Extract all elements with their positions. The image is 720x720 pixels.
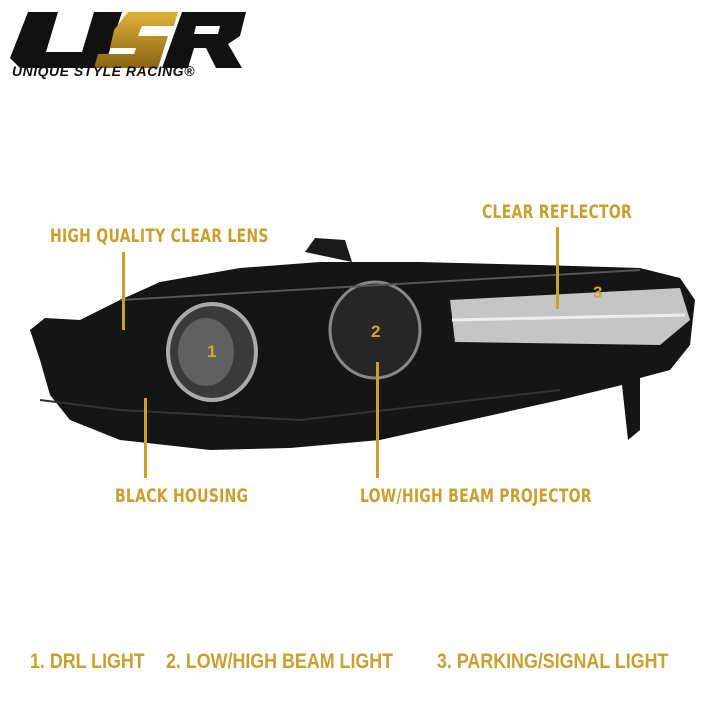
callout-line-black-housing	[144, 398, 147, 478]
callout-projector: LOW/HIGH BEAM PROJECTOR	[360, 485, 592, 507]
callout-line-clear-lens	[122, 252, 125, 330]
legend-item-parking: 3. PARKING/SIGNAL LIGHT	[437, 650, 669, 673]
callout-line-projector	[376, 362, 379, 478]
marker-3: 3	[593, 283, 603, 302]
callout-black-housing: BLACK HOUSING	[115, 485, 249, 507]
legend-item-drl: 1. DRL LIGHT	[30, 650, 145, 673]
brand-tagline: UNIQUE STYLE RACING®	[12, 63, 195, 79]
legend-item-beam: 2. LOW/HIGH BEAM LIGHT	[166, 650, 394, 673]
callout-clear-lens: HIGH QUALITY CLEAR LENS	[50, 225, 269, 247]
callout-clear-reflector: CLEAR REFLECTOR	[482, 201, 633, 223]
callout-line-clear-reflector	[556, 227, 559, 309]
marker-2: 2	[371, 322, 381, 341]
usr-logo-mark	[10, 12, 246, 68]
marker-1: 1	[207, 342, 217, 361]
